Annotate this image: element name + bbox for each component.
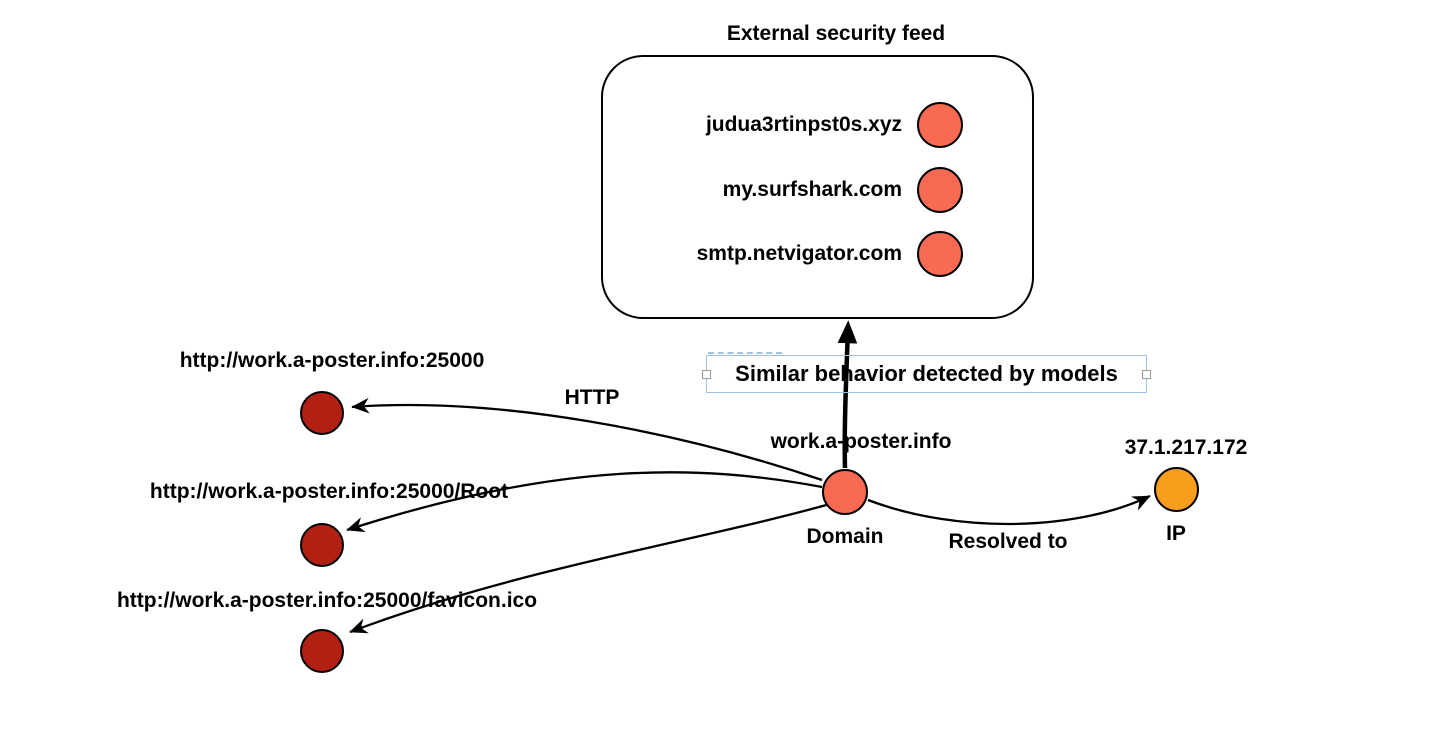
domain-name-label[interactable]: work.a-poster.info: [770, 430, 952, 453]
domain-type-label[interactable]: Domain: [806, 525, 884, 548]
node-url3[interactable]: [300, 629, 344, 673]
feed-node-judua3rtinpst0s-xyz[interactable]: [917, 102, 963, 148]
feed-node-smtp-netvigator-com[interactable]: [917, 231, 963, 277]
edge-domain-to-url1-http[interactable]: [351, 397, 823, 482]
edge-domain-to-url2-http[interactable]: [346, 471, 823, 533]
edge-label-similar-behavior[interactable]: Similar behavior detected by models: [735, 361, 1118, 386]
resize-handle-right[interactable]: [1142, 370, 1151, 379]
url2-label[interactable]: http://work.a-poster.info:25000/Root: [149, 480, 509, 503]
node-url1[interactable]: [300, 391, 344, 435]
feed-item-label[interactable]: judua3rtinpst0s.xyz: [705, 113, 902, 136]
selected-text-box[interactable]: Similar behavior detected by models: [702, 352, 1151, 393]
node-url2[interactable]: [300, 523, 344, 567]
edge-domain-to-feed-similar-behavior[interactable]: [837, 320, 858, 469]
feed-node-my-surfshark-com[interactable]: [917, 167, 963, 213]
url3-label[interactable]: http://work.a-poster.info:25000/favicon.…: [116, 589, 538, 612]
resize-handle-left[interactable]: [702, 370, 711, 379]
url1-label[interactable]: http://work.a-poster.info:25000: [179, 349, 485, 372]
ip-type-label[interactable]: IP: [1166, 522, 1186, 545]
ip-address-label[interactable]: 37.1.217.172: [1124, 436, 1248, 459]
feed-box-title[interactable]: External security feed: [726, 22, 946, 45]
selection-dash-segment: [708, 352, 782, 354]
edge-domain-to-url3-http[interactable]: [349, 502, 831, 634]
edge-label-http[interactable]: HTTP: [564, 386, 620, 409]
edge-domain-resolved-to-ip[interactable]: [867, 494, 1151, 526]
node-domain[interactable]: [822, 469, 868, 515]
feed-item-label[interactable]: my.surfshark.com: [722, 178, 902, 201]
feed-item-label[interactable]: smtp.netvigator.com: [696, 242, 902, 265]
node-ip[interactable]: [1154, 467, 1199, 512]
edge-label-resolved-to[interactable]: Resolved to: [948, 530, 1068, 553]
